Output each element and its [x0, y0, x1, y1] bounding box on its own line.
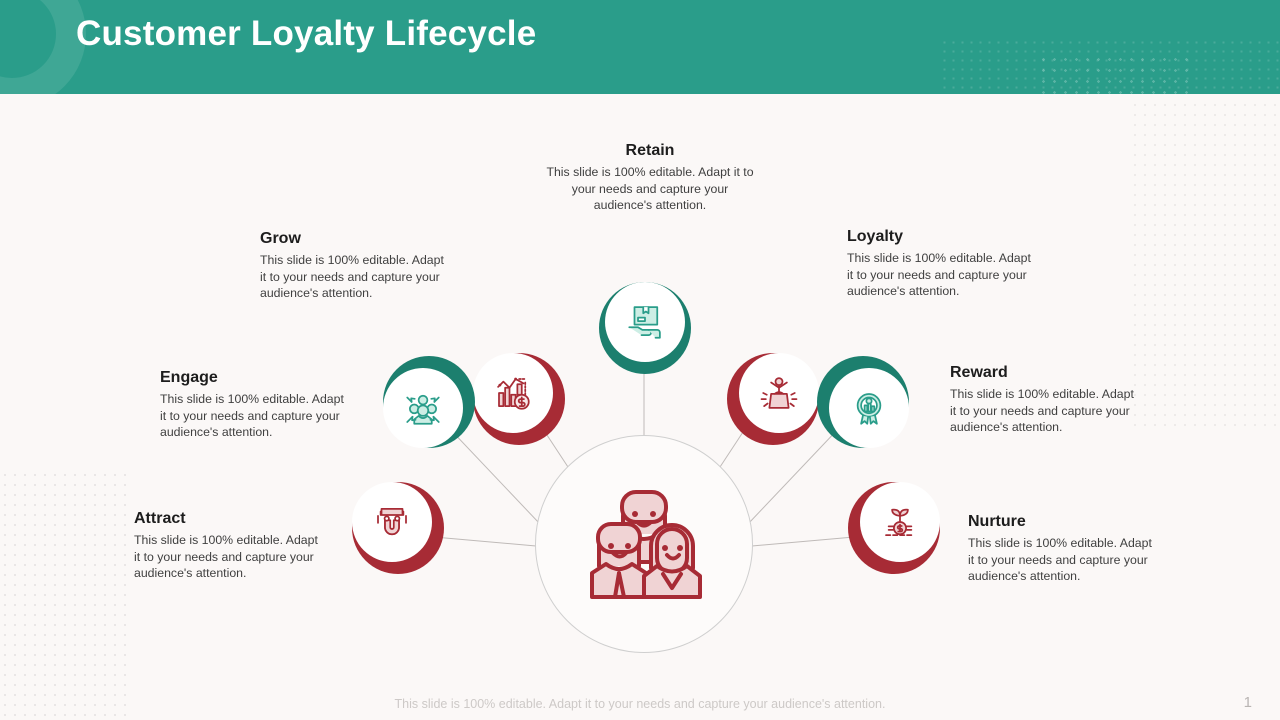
- header-dot-pattern-dense: [1038, 54, 1188, 94]
- label-desc-retain: This slide is 100% editable. Adapt it to…: [546, 165, 754, 212]
- person-in-bag-icon: [760, 377, 798, 409]
- label-retain: Retain This slide is 100% editable. Adap…: [546, 142, 754, 214]
- node-loyalty[interactable]: [727, 353, 819, 445]
- label-title-grow: Grow: [260, 230, 301, 247]
- header-dot-pattern: [940, 38, 1280, 94]
- label-desc-nurture: This slide is 100% editable. Adapt it to…: [968, 536, 1152, 583]
- label-reward: Reward This slide is 100% editable. Adap…: [950, 364, 1140, 436]
- label-title-nurture: Nurture: [968, 513, 1026, 530]
- label-desc-engage: This slide is 100% editable. Adapt it to…: [160, 392, 344, 439]
- label-loyalty: Loyalty This slide is 100% editable. Ada…: [847, 228, 1037, 300]
- node-disc-reward: [829, 368, 909, 448]
- label-desc-loyalty: This slide is 100% editable. Adapt it to…: [847, 251, 1031, 298]
- center-hub: [535, 435, 753, 653]
- label-attract: Attract This slide is 100% editable. Ada…: [134, 510, 324, 582]
- background-dot-pattern-right: [1130, 100, 1280, 430]
- page-title: Customer Loyalty Lifecycle: [76, 14, 537, 53]
- node-disc-grow: [473, 353, 553, 433]
- node-grow[interactable]: [473, 353, 565, 445]
- node-attract[interactable]: [352, 482, 444, 574]
- node-engage[interactable]: [383, 356, 475, 448]
- node-disc-loyalty: [739, 353, 819, 433]
- label-title-engage: Engage: [160, 369, 218, 386]
- award-ribbon-icon: [856, 393, 882, 425]
- magnet-icon: [377, 508, 407, 536]
- label-desc-grow: This slide is 100% editable. Adapt it to…: [260, 253, 444, 300]
- footer-note: This slide is 100% editable. Adapt it to…: [394, 697, 886, 711]
- label-nurture: Nurture This slide is 100% editable. Ada…: [968, 513, 1158, 585]
- node-disc-attract: [352, 482, 432, 562]
- node-reward[interactable]: [817, 356, 909, 448]
- label-title-retain: Retain: [625, 142, 675, 159]
- loyalty-lifecycle-diagram: [0, 94, 1280, 674]
- node-disc-nurture: [860, 482, 940, 562]
- hand-holding-box-icon: [628, 306, 661, 339]
- slide-header: Customer Loyalty Lifecycle: [0, 0, 1280, 94]
- label-desc-attract: This slide is 100% editable. Adapt it to…: [134, 533, 318, 580]
- bar-chart-dollar-icon: [497, 377, 530, 410]
- node-nurture[interactable]: [848, 482, 940, 574]
- node-disc-retain: [605, 282, 685, 362]
- label-title-reward: Reward: [950, 364, 1008, 381]
- node-retain[interactable]: [599, 282, 691, 374]
- label-title-attract: Attract: [134, 510, 186, 527]
- label-grow: Grow This slide is 100% editable. Adapt …: [260, 230, 450, 302]
- node-disc-engage: [383, 368, 463, 448]
- team-network-icon: [406, 394, 440, 425]
- background-dot-pattern-left: [0, 470, 130, 720]
- plant-coin-growth-icon: [885, 508, 915, 536]
- customers-group-icon: [590, 490, 702, 599]
- label-engage: Engage This slide is 100% editable. Adap…: [160, 369, 350, 441]
- header-ring-decoration: [0, 0, 86, 94]
- label-title-loyalty: Loyalty: [847, 228, 904, 245]
- page-number: 1: [1243, 694, 1252, 711]
- label-desc-reward: This slide is 100% editable. Adapt it to…: [950, 387, 1134, 434]
